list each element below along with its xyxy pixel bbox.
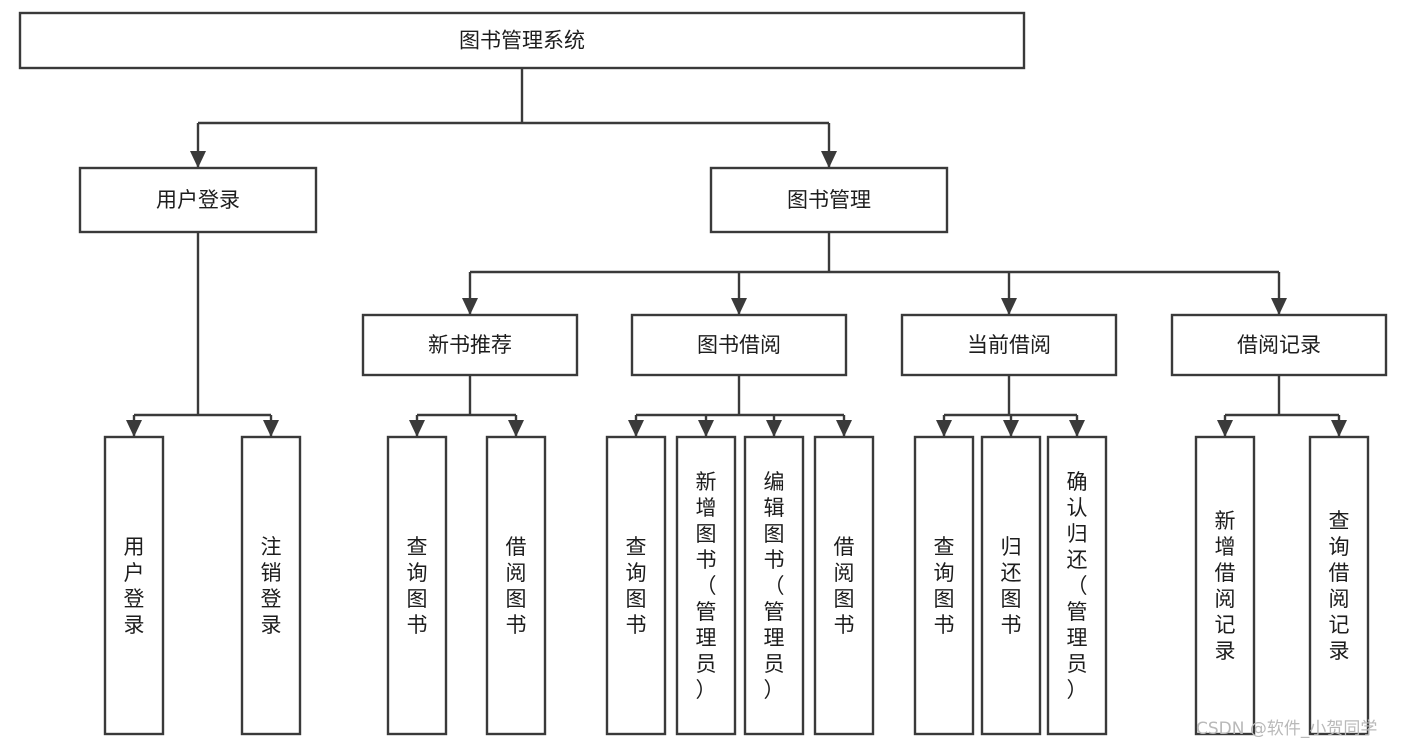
edge-group-book-borrow (628, 375, 852, 437)
edge-arrowhead (1217, 420, 1233, 437)
node-leaf-add-book[interactable]: 新增图书（管理员） (675, 435, 737, 736)
nodes-layer: 图书管理系统用户登录图书管理新书推荐图书借阅当前借阅借阅记录用户登录注销登录查询… (18, 11, 1388, 736)
node-label: 新增图书（管理员） (696, 470, 717, 702)
csdn-watermark: CSDN @软件_小贺同学 (1196, 719, 1377, 739)
edges-layer (126, 68, 1347, 437)
node-box (1046, 435, 1108, 736)
edge-arrowhead (126, 420, 142, 437)
node-box (743, 435, 805, 736)
node-label: 新增借阅记录 (1215, 509, 1236, 663)
edge-group-user-login (126, 232, 279, 437)
edge-group-borrow-record (1217, 375, 1347, 437)
edge-arrowhead (836, 420, 852, 437)
node-new-book-rec[interactable]: 新书推荐 (361, 313, 579, 377)
node-box (605, 435, 667, 736)
node-box (78, 166, 318, 234)
node-leaf-add-record[interactable]: 新增借阅记录 (1194, 435, 1256, 736)
node-leaf-query-book-2[interactable]: 查询图书 (605, 435, 667, 736)
edge-group-root (190, 68, 837, 168)
node-book-manage[interactable]: 图书管理 (709, 166, 949, 234)
node-box (386, 435, 448, 736)
edge-arrowhead (1331, 420, 1347, 437)
node-label: 确认归还（管理员） (1067, 470, 1088, 702)
node-label: 用户登录 (156, 188, 240, 212)
node-leaf-edit-book[interactable]: 编辑图书（管理员） (743, 435, 805, 736)
node-label: 新书推荐 (428, 333, 512, 357)
node-user-login[interactable]: 用户登录 (78, 166, 318, 234)
node-leaf-query-book-3[interactable]: 查询图书 (913, 435, 975, 736)
edge-arrowhead (936, 420, 952, 437)
node-leaf-confirm-return[interactable]: 确认归还（管理员） (1046, 435, 1108, 736)
edge-arrowhead (628, 420, 644, 437)
node-label: 用户登录 (124, 535, 145, 637)
edge-arrowhead (508, 420, 524, 437)
node-current-borrow[interactable]: 当前借阅 (900, 313, 1118, 377)
node-book-borrow[interactable]: 图书借阅 (630, 313, 848, 377)
node-label: 查询图书 (934, 535, 955, 637)
node-leaf-user-login[interactable]: 用户登录 (103, 435, 165, 736)
node-label: 借阅图书 (834, 535, 855, 637)
node-label: 注销登录 (261, 535, 282, 637)
node-box (630, 313, 848, 377)
edge-arrowhead (821, 151, 837, 168)
edge-arrowhead (1001, 298, 1017, 315)
node-leaf-borrow-book-1[interactable]: 借阅图书 (485, 435, 547, 736)
node-label: 当前借阅 (967, 333, 1051, 357)
node-box (18, 11, 1026, 70)
node-box (900, 313, 1118, 377)
node-label: 借阅记录 (1237, 333, 1321, 357)
node-box (675, 435, 737, 736)
node-label: 借阅图书 (506, 535, 527, 637)
node-leaf-user-logout[interactable]: 注销登录 (240, 435, 302, 736)
node-label: 查询图书 (626, 535, 647, 637)
node-label: 图书管理 (787, 188, 871, 212)
node-box (240, 435, 302, 736)
edge-arrowhead (698, 420, 714, 437)
edge-arrowhead (1069, 420, 1085, 437)
node-root[interactable]: 图书管理系统 (18, 11, 1026, 70)
node-box (709, 166, 949, 234)
node-box (103, 435, 165, 736)
edge-group-book-manage (462, 232, 1287, 315)
node-box (913, 435, 975, 736)
node-leaf-borrow-book-2[interactable]: 借阅图书 (813, 435, 875, 736)
edge-arrowhead (409, 420, 425, 437)
node-label: 归还图书 (1001, 535, 1022, 637)
node-box (980, 435, 1042, 736)
edge-arrowhead (1271, 298, 1287, 315)
edge-arrowhead (190, 151, 206, 168)
node-leaf-return-book[interactable]: 归还图书 (980, 435, 1042, 736)
node-label: 查询图书 (407, 535, 428, 637)
node-label: 查询借阅记录 (1329, 509, 1350, 663)
edge-arrowhead (766, 420, 782, 437)
edge-arrowhead (462, 298, 478, 315)
node-leaf-query-record[interactable]: 查询借阅记录 (1308, 435, 1370, 736)
node-box (1170, 313, 1388, 377)
edge-group-current-borrow (936, 375, 1085, 437)
node-label: 图书管理系统 (459, 29, 585, 53)
node-leaf-query-book-1[interactable]: 查询图书 (386, 435, 448, 736)
edge-arrowhead (731, 298, 747, 315)
node-box (1308, 435, 1370, 736)
node-box (1194, 435, 1256, 736)
edge-arrowhead (1003, 420, 1019, 437)
node-label: 图书借阅 (697, 333, 781, 357)
node-label: 编辑图书（管理员） (764, 470, 785, 702)
node-box (813, 435, 875, 736)
node-box (485, 435, 547, 736)
edge-group-new-book-rec (409, 375, 524, 437)
node-box (361, 313, 579, 377)
node-borrow-record[interactable]: 借阅记录 (1170, 313, 1388, 377)
edge-arrowhead (263, 420, 279, 437)
